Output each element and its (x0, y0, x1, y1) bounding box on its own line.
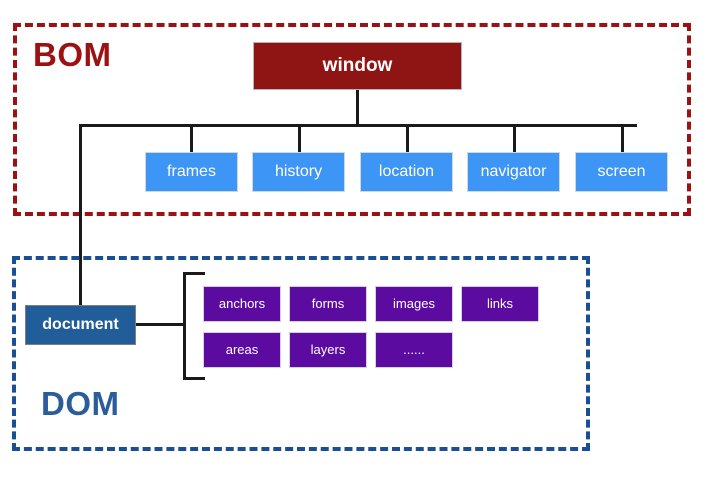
connector-document-to-bracket (136, 323, 185, 326)
connector-stub-navigator (513, 124, 516, 152)
node-layers[interactable]: layers (289, 332, 367, 368)
dom-region-box (12, 256, 590, 451)
node-frames[interactable]: frames (145, 152, 238, 192)
node-location[interactable]: location (360, 152, 453, 192)
connector-bracket-spine (183, 272, 186, 380)
node-history[interactable]: history (252, 152, 345, 192)
connector-stub-frames (190, 124, 193, 152)
node-links[interactable]: links (461, 286, 539, 322)
node-anchors[interactable]: anchors (203, 286, 281, 322)
connector-window-to-document (79, 124, 82, 307)
node-forms[interactable]: forms (289, 286, 367, 322)
bom-region-box (13, 23, 691, 216)
node-navigator[interactable]: navigator (467, 152, 560, 192)
connector-stub-screen (621, 124, 624, 152)
connector-bracket-bottom-arm (183, 377, 205, 380)
node-window[interactable]: window (253, 42, 462, 90)
node-areas[interactable]: areas (203, 332, 281, 368)
bom-region-label: BOM (33, 36, 112, 73)
connector-bracket-top-arm (183, 272, 205, 275)
connector-bom-bus (79, 124, 637, 127)
dom-region-label: DOM (41, 385, 120, 422)
node-document[interactable]: document (25, 305, 136, 345)
connector-stub-location (406, 124, 409, 152)
connector-window-stem (356, 90, 359, 126)
node-images[interactable]: images (375, 286, 453, 322)
connector-stub-history (298, 124, 301, 152)
node-screen[interactable]: screen (575, 152, 668, 192)
node-ellipsis[interactable]: ...... (375, 332, 453, 368)
